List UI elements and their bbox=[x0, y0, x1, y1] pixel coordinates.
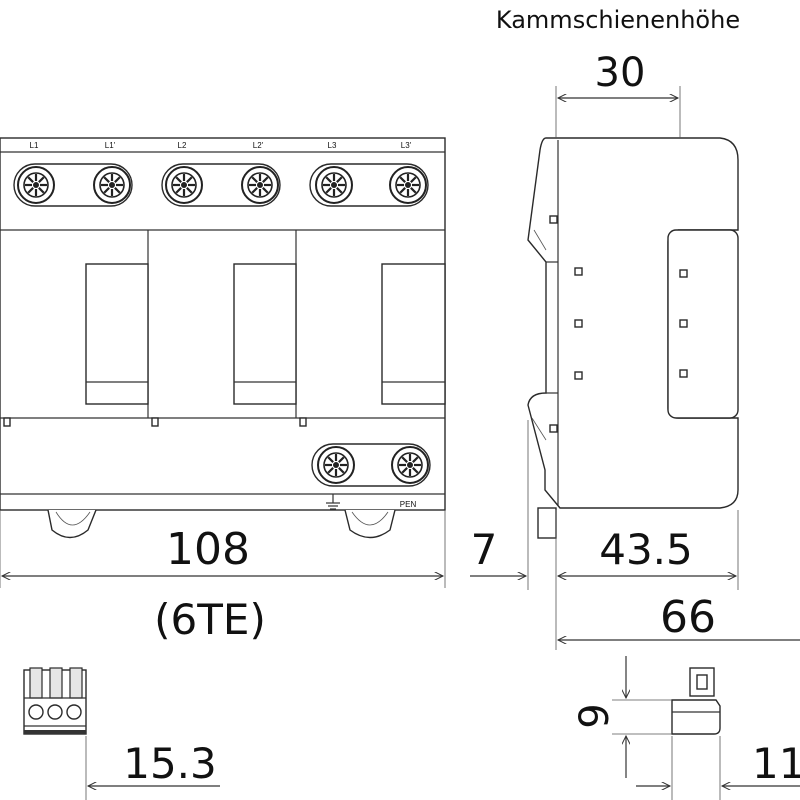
module-window-3 bbox=[381, 263, 446, 405]
comb-height-title: Kammschienenhöhe bbox=[496, 6, 740, 34]
module-window-1 bbox=[85, 263, 149, 405]
din-foot bbox=[537, 507, 557, 539]
width-value: 108 bbox=[166, 524, 250, 575]
modules-value: (6TE) bbox=[154, 595, 266, 644]
din-clip-left bbox=[47, 509, 97, 539]
dimension-offset: 7 bbox=[470, 420, 529, 590]
terminal-screw bbox=[389, 166, 427, 204]
dimension-connector-depth: 11 bbox=[636, 736, 800, 800]
dimension-width: 108 (6TE) bbox=[0, 510, 446, 644]
side-cover bbox=[667, 229, 739, 419]
terminal-label-1: L1 bbox=[30, 141, 39, 150]
ground-icon bbox=[326, 494, 340, 510]
terminal-label-2: L1' bbox=[105, 141, 116, 150]
depth-front-value: 43.5 bbox=[599, 525, 693, 574]
terminal-label-5: L3 bbox=[328, 141, 337, 150]
dimension-depth-front: 43.5 bbox=[555, 510, 739, 650]
terminal-screw bbox=[317, 446, 355, 484]
module-window-2 bbox=[233, 263, 297, 405]
connector-width-value: 15.3 bbox=[123, 739, 217, 788]
front-view: L1 L1' L2 L2' L3 L3' PEN bbox=[0, 137, 446, 539]
terminal-screws bbox=[17, 166, 429, 484]
dimension-comb-height: 30 bbox=[555, 50, 681, 138]
terminal-screw bbox=[93, 166, 131, 204]
connector-side bbox=[671, 667, 721, 735]
connector-height-value: 9 bbox=[572, 703, 618, 728]
dimension-depth-total: 66 bbox=[558, 592, 800, 643]
terminal-label-6: L3' bbox=[401, 141, 412, 150]
offset-value: 7 bbox=[471, 525, 498, 574]
connector-front bbox=[23, 667, 87, 735]
dimension-connector-width: 15.3 bbox=[85, 736, 220, 800]
dimension-connector-height: 9 bbox=[572, 656, 672, 778]
side-view bbox=[527, 137, 739, 539]
terminal-screw bbox=[315, 166, 353, 204]
terminal-screw bbox=[165, 166, 203, 204]
depth-total-value: 66 bbox=[660, 592, 716, 643]
terminal-label-4: L2' bbox=[253, 141, 264, 150]
din-clip-right bbox=[344, 509, 396, 539]
terminal-screw bbox=[241, 166, 279, 204]
connector-depth-value: 11 bbox=[752, 739, 800, 788]
comb-height-value: 30 bbox=[595, 50, 646, 96]
terminal-label-3: L2 bbox=[178, 141, 187, 150]
pen-label: PEN bbox=[400, 500, 417, 509]
terminal-screw bbox=[391, 446, 429, 484]
terminal-screw bbox=[17, 166, 55, 204]
